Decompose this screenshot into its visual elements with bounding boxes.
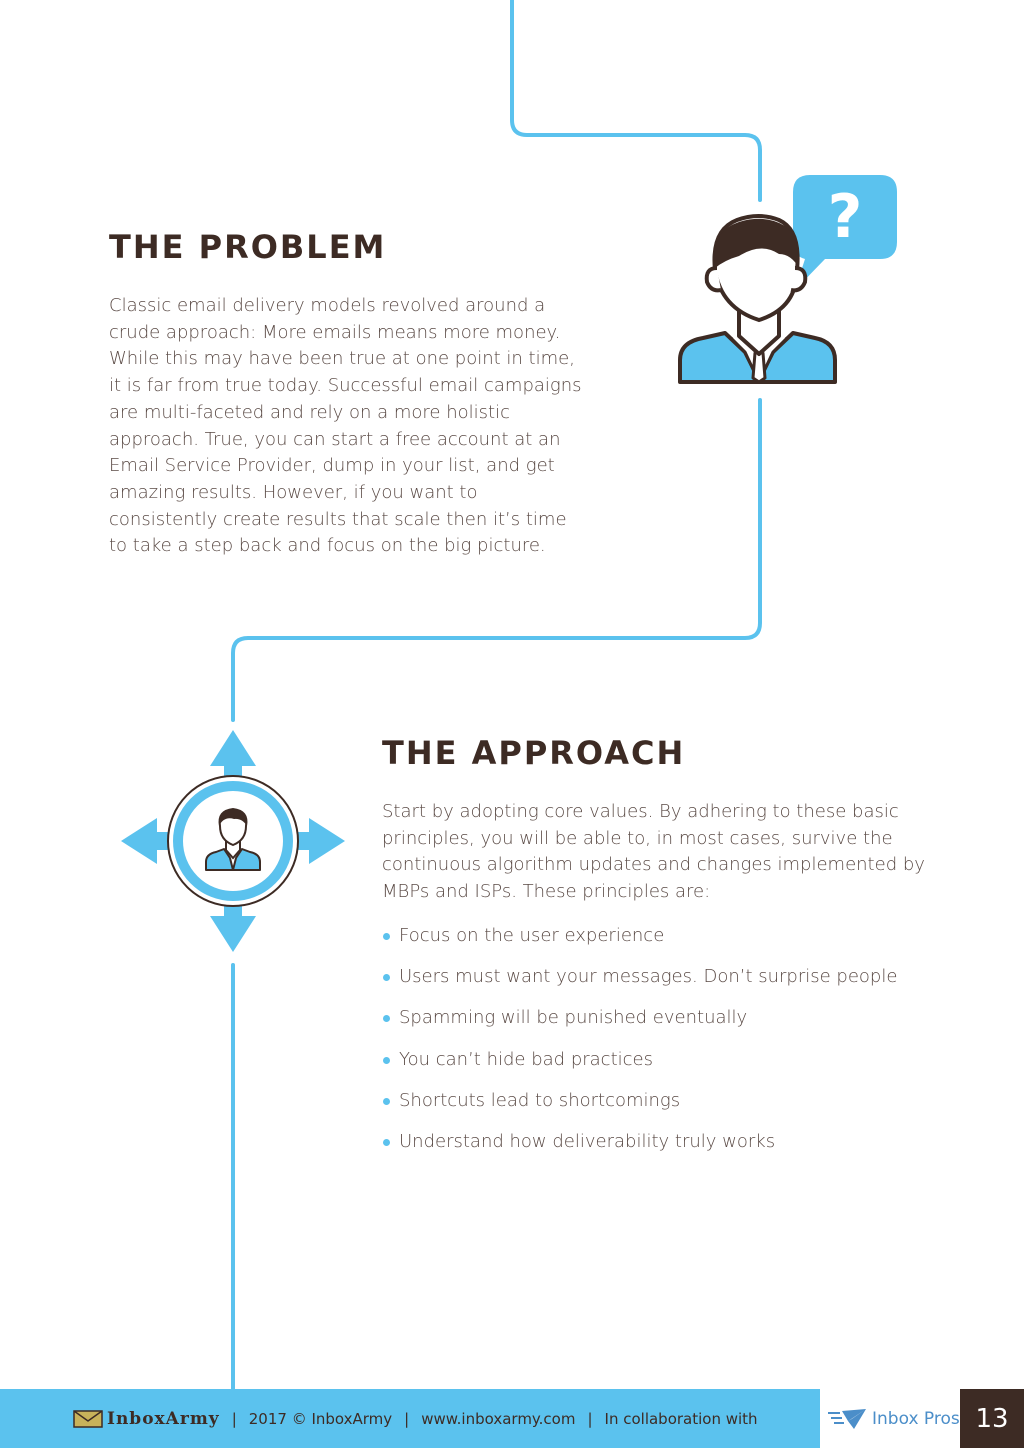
footer-copyright: 2017 © InboxArmy bbox=[248, 1409, 393, 1428]
page-number: 13 bbox=[960, 1389, 1024, 1448]
list-item: You can’t hide bad practices bbox=[382, 1046, 897, 1087]
problem-heading: THE PROBLEM bbox=[109, 228, 387, 266]
bullet-icon bbox=[383, 1056, 390, 1064]
page-footer: InboxArmy | 2017 © InboxArmy | www.inbox… bbox=[0, 1389, 1024, 1448]
list-item: Users must want your messages. Don’t sur… bbox=[382, 963, 897, 1004]
bullet-icon bbox=[383, 974, 390, 982]
paper-plane-logo-icon bbox=[828, 1409, 866, 1429]
partner-name: Inbox Pros bbox=[872, 1408, 960, 1429]
list-item-text: Shortcuts lead to shortcomings bbox=[399, 1089, 681, 1111]
list-item-text: Focus on the user experience bbox=[399, 925, 665, 946]
envelope-logo-icon bbox=[73, 1409, 103, 1428]
problem-paragraph: Classic email delivery models revolved a… bbox=[109, 295, 582, 557]
bullet-icon bbox=[383, 1097, 390, 1105]
person-question-icon bbox=[678, 175, 897, 384]
list-item-text: Users must want your messages. Don’t sur… bbox=[399, 966, 898, 988]
question-mark: ? bbox=[827, 182, 863, 252]
approach-heading: THE APPROACH bbox=[382, 734, 686, 772]
footer-separator: | bbox=[231, 1409, 237, 1428]
footer-url-link[interactable]: www.inboxarmy.com bbox=[421, 1409, 576, 1428]
list-item-text: Spamming will be punished eventually bbox=[399, 1007, 748, 1029]
list-item: Spamming will be punished eventually bbox=[382, 1004, 897, 1045]
footer-collab: In collaboration with bbox=[604, 1409, 758, 1428]
footer-text: InboxArmy | 2017 © InboxArmy | www.inbox… bbox=[73, 1389, 758, 1448]
bullet-icon bbox=[383, 933, 390, 940]
list-item: Understand how deliverability truly work… bbox=[382, 1128, 897, 1169]
person-directions-icon bbox=[121, 730, 345, 952]
approach-paragraph: Start by adopting core values. By adheri… bbox=[382, 801, 925, 903]
list-item-text: You can’t hide bad practices bbox=[399, 1048, 653, 1070]
list-item: Shortcuts lead to shortcomings bbox=[382, 1087, 897, 1128]
footer-separator: | bbox=[587, 1409, 593, 1428]
partner-logo: Inbox Pros bbox=[820, 1389, 960, 1448]
footer-separator: | bbox=[404, 1409, 410, 1428]
list-item-text: Understand how deliverability truly work… bbox=[399, 1130, 776, 1152]
bullet-icon bbox=[383, 1015, 390, 1023]
principles-list: Focus on the user experience Users must … bbox=[382, 922, 897, 1169]
bullet-icon bbox=[383, 1138, 390, 1146]
footer-brand: InboxArmy bbox=[107, 1408, 220, 1429]
list-item: Focus on the user experience bbox=[382, 922, 897, 963]
